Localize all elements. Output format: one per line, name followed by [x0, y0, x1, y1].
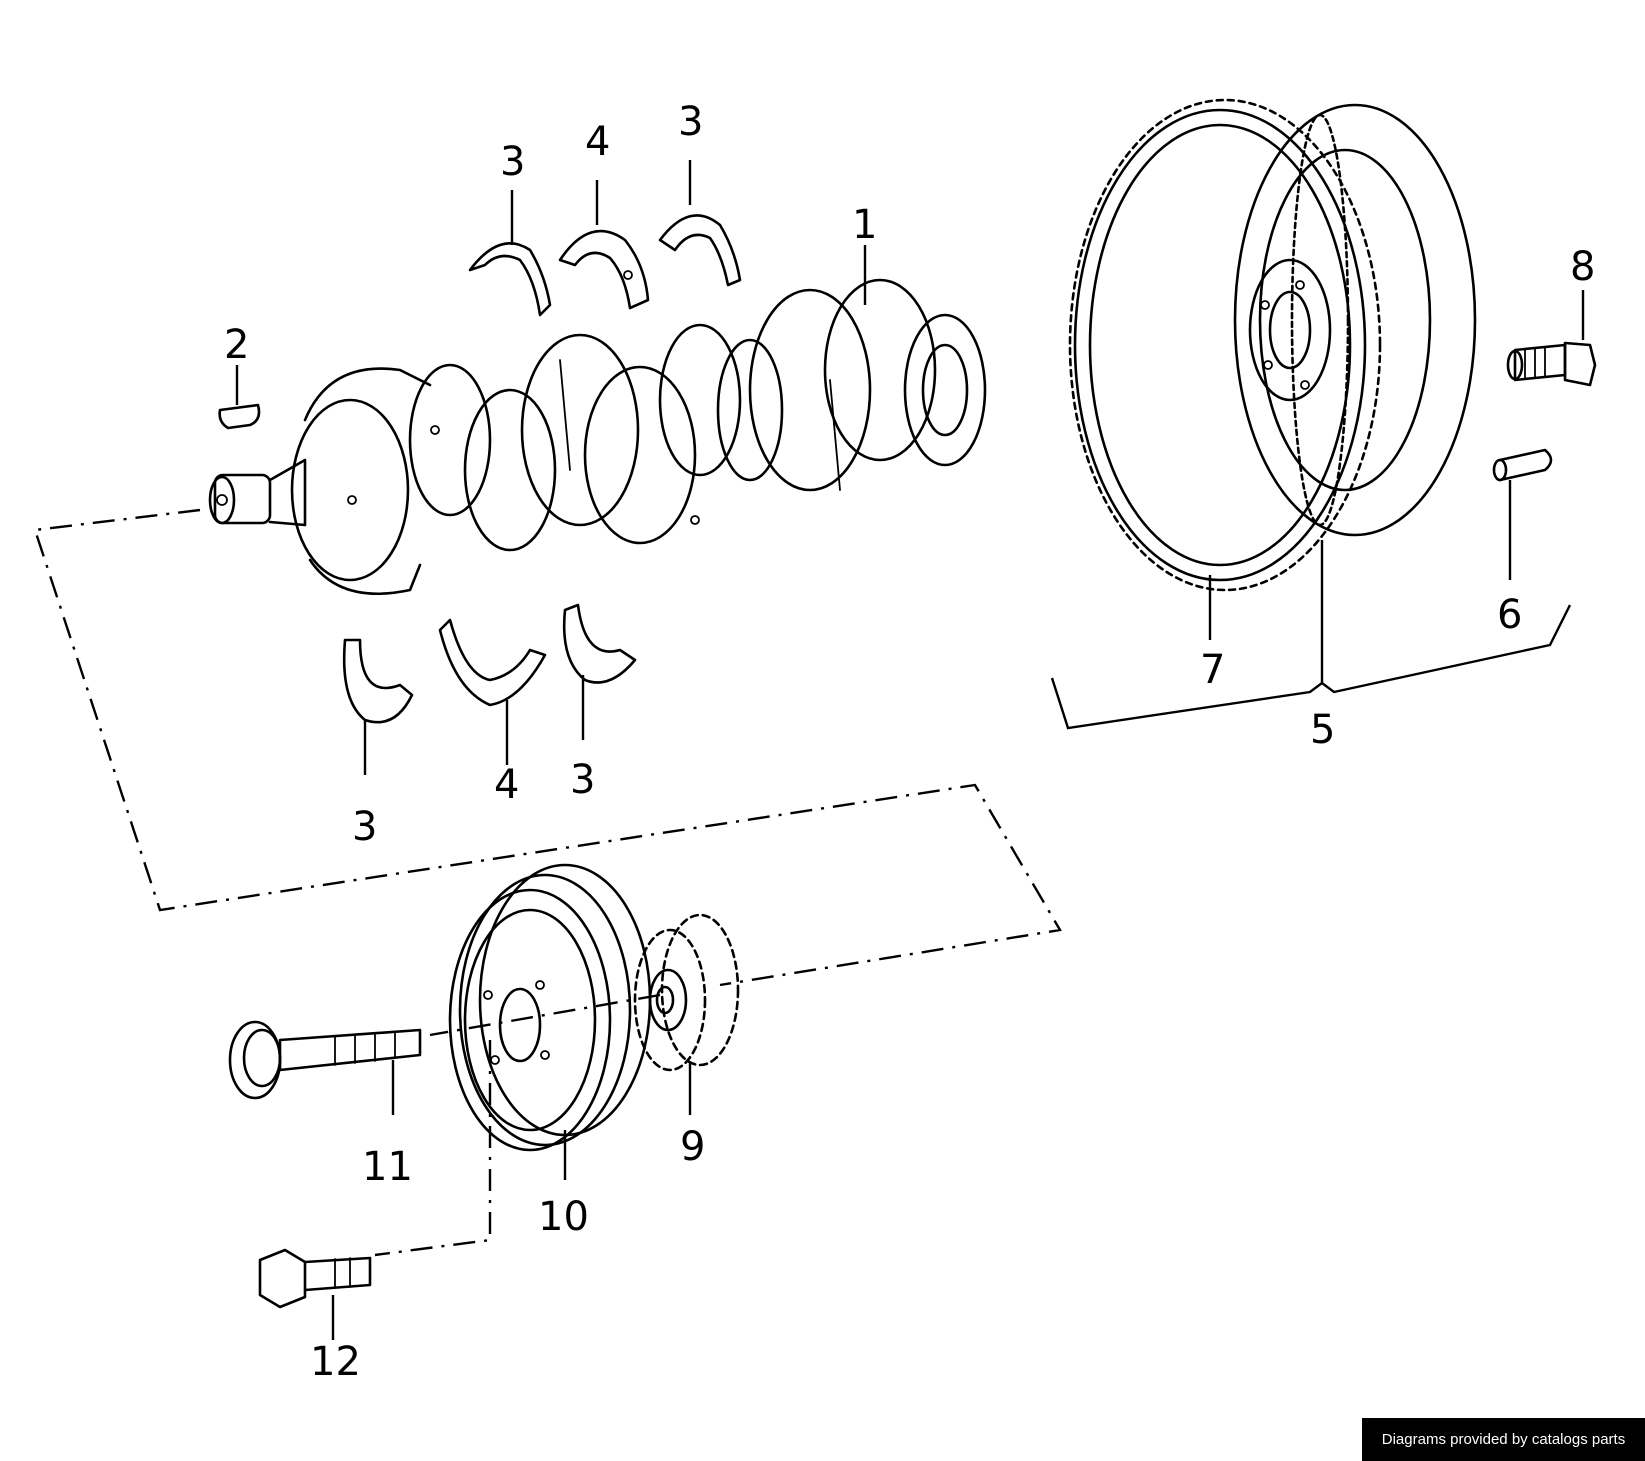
- leader-lines: [235, 160, 1585, 1340]
- callout-9: 9: [680, 1124, 705, 1170]
- ring-gear: [1068, 98, 1382, 592]
- callout-10: 10: [538, 1194, 589, 1240]
- callout-3-top-left: 3: [500, 139, 525, 185]
- assembly-lines: [33, 508, 1062, 1257]
- thrust-washer-top-right: [658, 214, 742, 287]
- flywheel-bolt: [1506, 341, 1597, 387]
- bearing-shell-bottom: [438, 618, 547, 707]
- credit-banner: Diagrams provided by catalogs parts: [1362, 1418, 1645, 1461]
- sprocket: [633, 913, 740, 1072]
- callout-3-top-right: 3: [678, 99, 703, 145]
- bearing-shell-top: [558, 229, 650, 310]
- dowel-pin: [1492, 448, 1553, 482]
- pulley: [448, 863, 652, 1152]
- thrust-washer-bottom-left: [342, 638, 414, 724]
- callout-12: 12: [310, 1339, 361, 1385]
- thrust-washer-bottom-right: [562, 603, 637, 684]
- callout-8: 8: [1570, 244, 1595, 290]
- callout-3-bottom-right: 3: [570, 757, 595, 803]
- woodruff-key: [218, 403, 261, 430]
- crankshaft: [208, 278, 987, 596]
- callout-11: 11: [362, 1144, 413, 1190]
- flywheel: [1073, 103, 1477, 582]
- callout-5-assembly: 5: [1310, 707, 1335, 753]
- callout-2: 2: [224, 322, 249, 368]
- callout-4-bottom: 4: [494, 762, 519, 808]
- pulley-bolt: [258, 1248, 372, 1309]
- thrust-washer-top-left: [468, 242, 552, 317]
- callout-7: 7: [1200, 647, 1225, 693]
- callout-4-top: 4: [585, 119, 610, 165]
- callout-6: 6: [1497, 592, 1522, 638]
- callout-1: 1: [852, 202, 877, 248]
- callouts: 1 2 3 4 3 3 4 3 5 6 7 8 9 10 11 12: [224, 99, 1595, 1385]
- central-bolt: [228, 1020, 422, 1100]
- callout-3-bottom-left: 3: [352, 804, 377, 850]
